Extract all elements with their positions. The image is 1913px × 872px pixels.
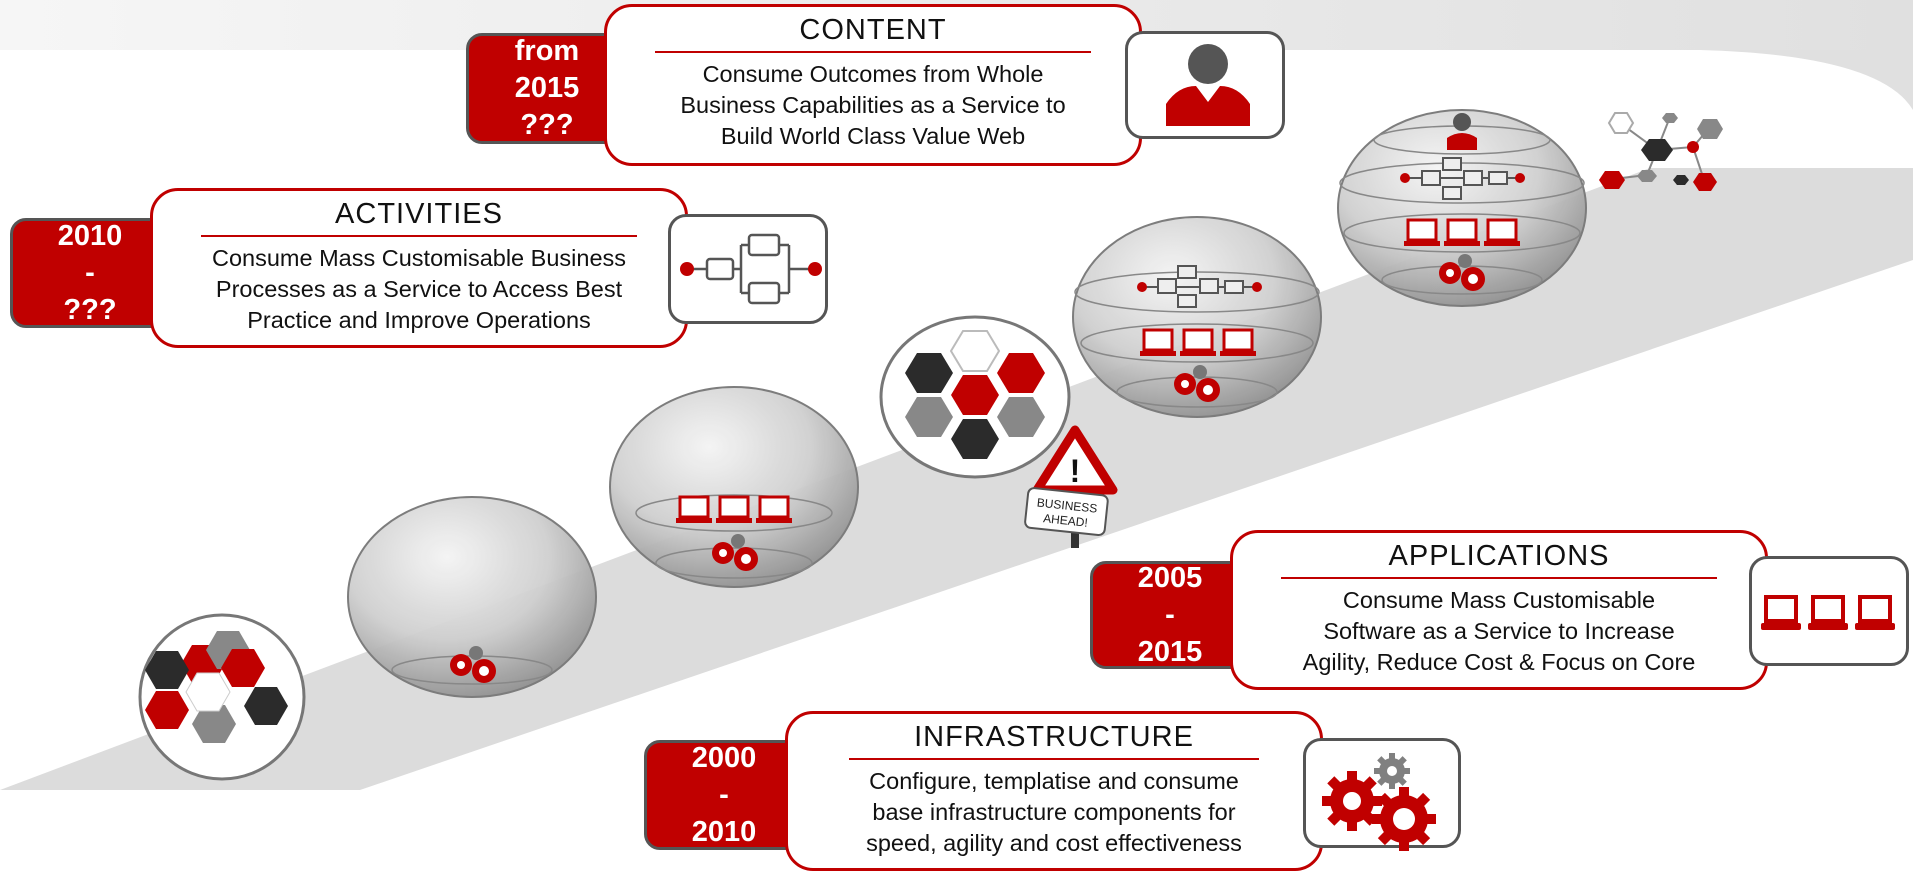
laptops-icon (1761, 595, 1895, 630)
warning-icon (1032, 425, 1118, 495)
sphere-gears-icon (712, 534, 758, 571)
activities-period-line-1: 2010 (57, 219, 123, 252)
svg-text:!: ! (1070, 453, 1081, 489)
gears-icon (1322, 753, 1436, 851)
infrastructure-card: INFRASTRUCTURE Configure, templatise and… (785, 711, 1323, 871)
content-line-2: Business Capabilities as a Service to (680, 92, 1066, 118)
sphere-laptops-icon (1140, 328, 1256, 356)
infrastructure-period-line-3: 2010 (691, 815, 757, 848)
infrastructure-period-badge: 2000 - 2010 (644, 740, 804, 850)
activities-icon-box (668, 214, 828, 324)
sphere-gears-icon (1174, 365, 1220, 402)
applications-line-3: Agility, Reduce Cost & Focus on Core (1302, 649, 1696, 675)
content-period-badge: from 2015 ??? (466, 33, 628, 144)
applications-period-line-2: - (1165, 598, 1175, 631)
person-icon (1166, 44, 1250, 126)
infrastructure-icon-box (1303, 738, 1461, 851)
applications-line-1: Consume Mass Customisable (1342, 587, 1656, 613)
applications-period-line-3: 2015 (1137, 635, 1203, 668)
applications-period-line-1: 2005 (1137, 561, 1203, 594)
applications-period-badge: 2005 - 2015 (1090, 561, 1250, 669)
sphere-gears-icon (1439, 254, 1485, 291)
sphere-laptops-icon (676, 495, 792, 523)
infrastructure-line-3: speed, agility and cost effectiveness (866, 830, 1242, 856)
content-divider (655, 51, 1091, 53)
content-card: CONTENT Consume Outcomes from Whole Busi… (604, 4, 1142, 166)
infrastructure-period-line-2: - (719, 778, 729, 811)
sphere-gears-icon (450, 646, 496, 683)
applications-line-2: Software as a Service to Increase (1323, 618, 1675, 644)
hexagon-ring-disc (138, 613, 306, 781)
sphere-process-icon (1400, 157, 1525, 200)
activities-period-line-2: - (85, 256, 95, 289)
content-period-line-3: ??? (520, 109, 574, 141)
content-period-line-2: 2015 (514, 72, 580, 104)
sphere-process-icon (1137, 265, 1262, 308)
activities-title: ACTIVITIES (335, 198, 503, 230)
network-hexagons-icon (1599, 112, 1723, 191)
applications-icon-box (1749, 556, 1909, 666)
infrastructure-line-2: base infrastructure components for (872, 799, 1236, 825)
content-icon-box (1125, 31, 1285, 139)
activities-line-1: Consume Mass Customisable Business (211, 245, 627, 271)
sphere-content (1337, 109, 1587, 307)
sphere-laptops-icon (1404, 218, 1520, 246)
infrastructure-divider (849, 758, 1259, 760)
activities-card: ACTIVITIES Consume Mass Customisable Bus… (150, 188, 688, 348)
activities-period-badge: 2010 - ??? (10, 218, 170, 328)
sphere-infrastructure (347, 496, 597, 698)
content-title: CONTENT (799, 14, 947, 46)
infrastructure-line-1: Configure, templatise and consume (869, 768, 1239, 794)
content-period-line-1: from (514, 35, 580, 67)
sphere-person-icon (1447, 113, 1477, 150)
content-line-3: Build World Class Value Web (720, 123, 1026, 149)
hexagon-cluster-disc (879, 315, 1071, 479)
infrastructure-period-line-1: 2000 (691, 741, 757, 774)
sphere-applications (609, 386, 859, 588)
applications-divider (1281, 577, 1717, 579)
warning-sign: ! BUSINESS AHEAD! (1024, 425, 1118, 548)
activities-period-line-3: ??? (63, 293, 117, 326)
sphere-activities (1072, 216, 1322, 418)
process-flow-icon (680, 233, 822, 305)
activities-line-2: Processes as a Service to Access Best (215, 276, 623, 302)
applications-title: APPLICATIONS (1388, 540, 1610, 572)
activities-divider (201, 235, 637, 237)
sign-line-1: BUSINESS (1036, 495, 1098, 515)
activities-line-3: Practice and Improve Operations (247, 307, 591, 333)
content-line-1: Consume Outcomes from Whole (702, 61, 1044, 87)
sign-line-2: AHEAD! (1043, 511, 1089, 530)
infrastructure-title: INFRASTRUCTURE (914, 721, 1194, 753)
applications-card: APPLICATIONS Consume Mass Customisable S… (1230, 530, 1768, 690)
